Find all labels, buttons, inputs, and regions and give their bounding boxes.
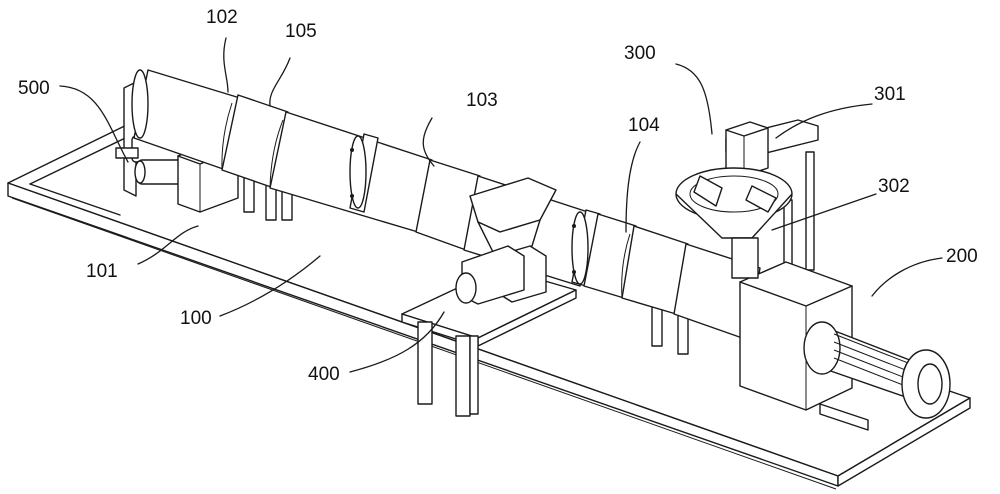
motor-200 [739, 261, 951, 431]
label-400: 400 [308, 364, 340, 385]
label-100: 100 [180, 308, 212, 329]
aux-feeder-400 [401, 177, 577, 417]
label-301: 301 [874, 84, 906, 105]
feeder-300 [675, 119, 819, 279]
label-102: 102 [206, 7, 238, 28]
label-101: 101 [86, 261, 118, 282]
label-104: 104 [628, 115, 660, 136]
support-legs [243, 151, 815, 355]
label-105: 105 [285, 21, 317, 42]
label-200: 200 [946, 246, 978, 267]
leader-lines [59, 37, 943, 373]
label-500: 500 [18, 78, 50, 99]
label-300: 300 [624, 43, 656, 64]
label-302: 302 [878, 176, 910, 197]
label-103: 103 [466, 90, 498, 111]
